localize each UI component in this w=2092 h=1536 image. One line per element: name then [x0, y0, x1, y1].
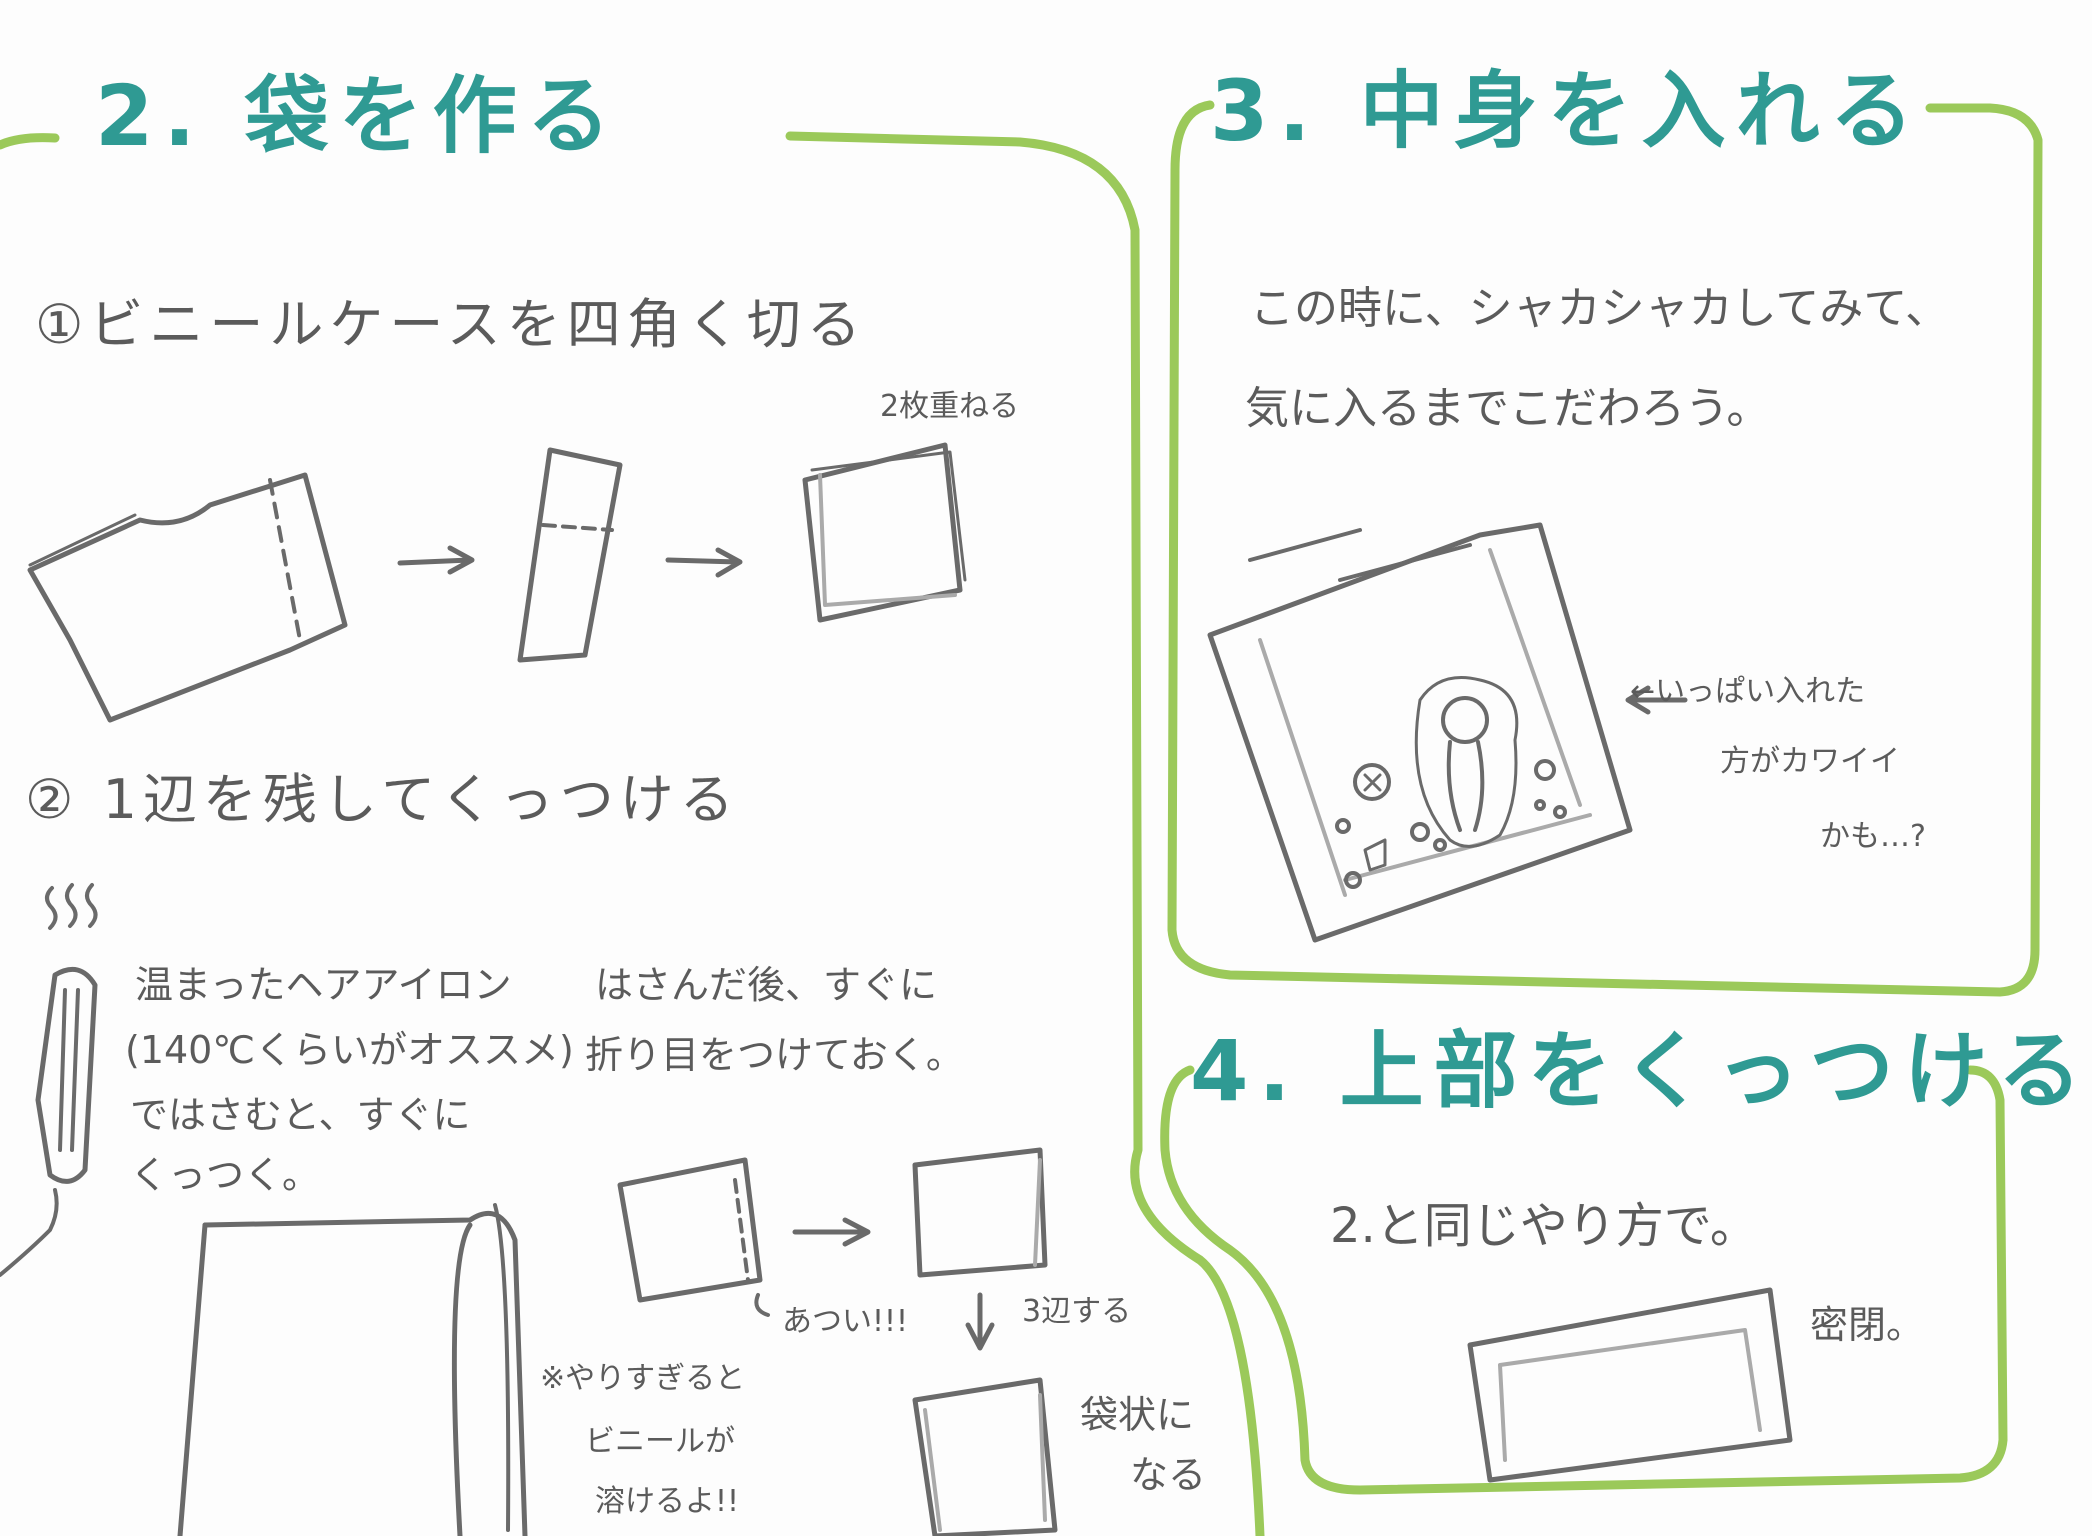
filled-bag-drawing [1207, 522, 1633, 943]
character-outline [1414, 676, 1519, 848]
section-4-heading: 4. 上部をくっつける [1190, 1022, 2092, 1120]
arrow-right-icon [665, 547, 743, 578]
warning-line-2: ビニールが [585, 1424, 735, 1459]
vinyl-case-drawing [27, 472, 348, 723]
iron-note-line-3: ではさむと、すぐに [130, 1093, 471, 1137]
frame-s4 [1160, 1065, 2008, 1495]
character-head [1441, 696, 1489, 744]
section-3-heading: 3. 中身を入れる [1210, 62, 1924, 160]
s3-side-note-line-1: ←いっぱい入れた [1630, 674, 1866, 709]
steam-icon [45, 883, 98, 930]
arrow-left-icon [1625, 685, 1688, 715]
stack-two-note: 2枚重ねる [880, 389, 1020, 424]
s4-desc: 2.と同じやり方で。 [1330, 1198, 1758, 1254]
s3-desc-line-1: この時に、シャカシャカしてみて、 [1250, 283, 1950, 334]
step-1-label: ①ビニールケースを四角く切る [35, 293, 867, 356]
warning-line-1: ※やりすぎると [540, 1361, 746, 1396]
strip-drawing [517, 447, 623, 663]
bag-drawing [912, 1377, 1058, 1536]
bag-note-line-2: なる [1130, 1453, 1207, 1497]
iron-note-line-2: (140℃くらいがオススメ) [125, 1028, 574, 1072]
arrow-down-icon [965, 1292, 995, 1351]
fold-note-line-2: 折り目をつけておく。 [585, 1033, 964, 1077]
gem-icon [1353, 763, 1391, 801]
hand-drawn-illustration [0, 100, 2043, 1536]
small-sheet-drawing [617, 1157, 763, 1303]
s3-drawings [1207, 522, 1688, 943]
sealed-sheet-drawing [202, 1210, 528, 1536]
hot-note: あつい!!! [782, 1304, 909, 1339]
section-frames [0, 100, 2043, 1536]
folded-sheet-drawing [912, 1147, 1048, 1278]
iron-note-line-4: くっつく。 [130, 1153, 321, 1197]
three-sides-note: 3辺する [1022, 1294, 1132, 1329]
step-2-label: ② 1辺を残してくっつける [25, 768, 740, 831]
warning-line-3: 溶けるよ!! [595, 1484, 740, 1519]
iron-note-line-1: 温まったヘアアイロン [135, 963, 512, 1007]
crystal-icon [1363, 838, 1387, 872]
sealed-bag-drawing [1467, 1287, 1793, 1483]
s3-side-note-line-2: 方がカワイイ [1720, 744, 1900, 779]
frame-s3 [1167, 100, 2043, 997]
illustration-page: 2. 袋を作る ①ビニールケースを四角く切る 2枚重ねる ② 1辺を残してくっつ… [0, 62, 2082, 1536]
arrow-right-icon [792, 1217, 871, 1247]
section-2-heading: 2. 袋を作る [95, 67, 621, 165]
s4-drawings [1467, 1287, 1793, 1483]
s2-drawings [0, 442, 1058, 1536]
frame-s2-left [0, 133, 60, 150]
curved-arrow-icon [754, 1293, 770, 1317]
cut-line [268, 478, 302, 642]
s3-desc-line-2: 気に入るまでこだわろう。 [1245, 383, 1771, 434]
bag-note-line-1: 袋状に [1080, 1393, 1195, 1437]
fold-note-line-1: はさんだ後、すぐに [595, 963, 938, 1007]
hair-iron-drawing [35, 966, 98, 1184]
stacked-sheets-drawing [802, 442, 963, 623]
frame-s2-right [785, 131, 1265, 1536]
seal-note: 密閉。 [1810, 1303, 1925, 1347]
arrow-right-icon [397, 545, 475, 575]
s3-side-note-line-3: かも…? [1820, 819, 1926, 854]
